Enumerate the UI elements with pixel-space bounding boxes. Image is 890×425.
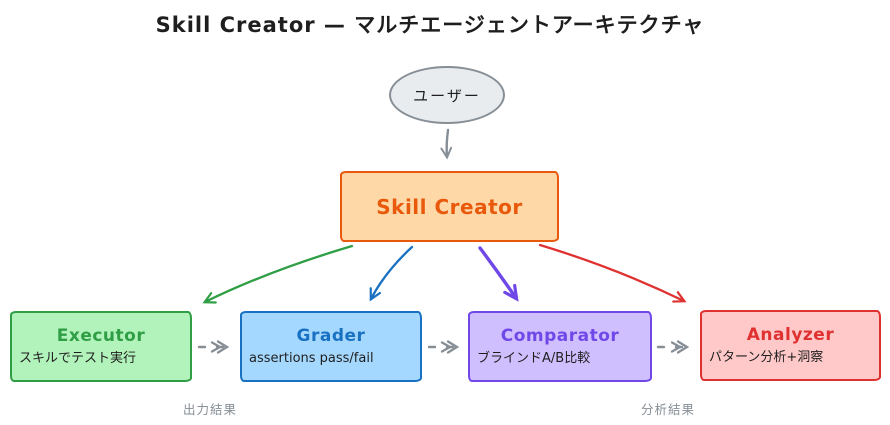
node-comparator: Comparator ブラインドA/B比較 [468,311,652,382]
edge-skill-creator-to-comparator [478,246,519,302]
node-executor-title: Executor [56,326,146,347]
node-comparator-title: Comparator [500,326,620,347]
node-user: ユーザー [389,66,505,124]
node-comparator-subtitle: ブラインドA/B比較 [477,351,591,367]
node-grader: Grader assertions pass/fail [240,311,422,382]
node-executor: Executor スキルでテスト実行 [10,311,192,382]
node-grader-subtitle: assertions pass/fail [249,351,374,367]
edge-skill-creator-to-analyzer [538,243,687,303]
diagram-title: Skill Creator — マルチエージェントアーキテクチャ [155,13,705,37]
node-skill-creator-label: Skill Creator [376,194,523,219]
edge-skill-creator-to-executor [202,244,354,304]
node-analyzer: Analyzer パターン分析+洞察 [700,310,881,381]
node-skill-creator: Skill Creator [340,171,559,242]
node-analyzer-title: Analyzer [746,325,835,346]
node-executor-subtitle: スキルでテスト実行 [19,351,137,367]
edge-user-to-skill-creator [440,128,453,160]
label-analysis-result: 分析結果 [641,402,696,417]
node-user-label: ユーザー [413,86,481,105]
node-grader-title: Grader [296,326,366,347]
label-output-result: 出力結果 [183,402,238,417]
edge-skill-creator-to-grader [369,245,414,302]
node-analyzer-subtitle: パターン分析+洞察 [709,350,824,366]
